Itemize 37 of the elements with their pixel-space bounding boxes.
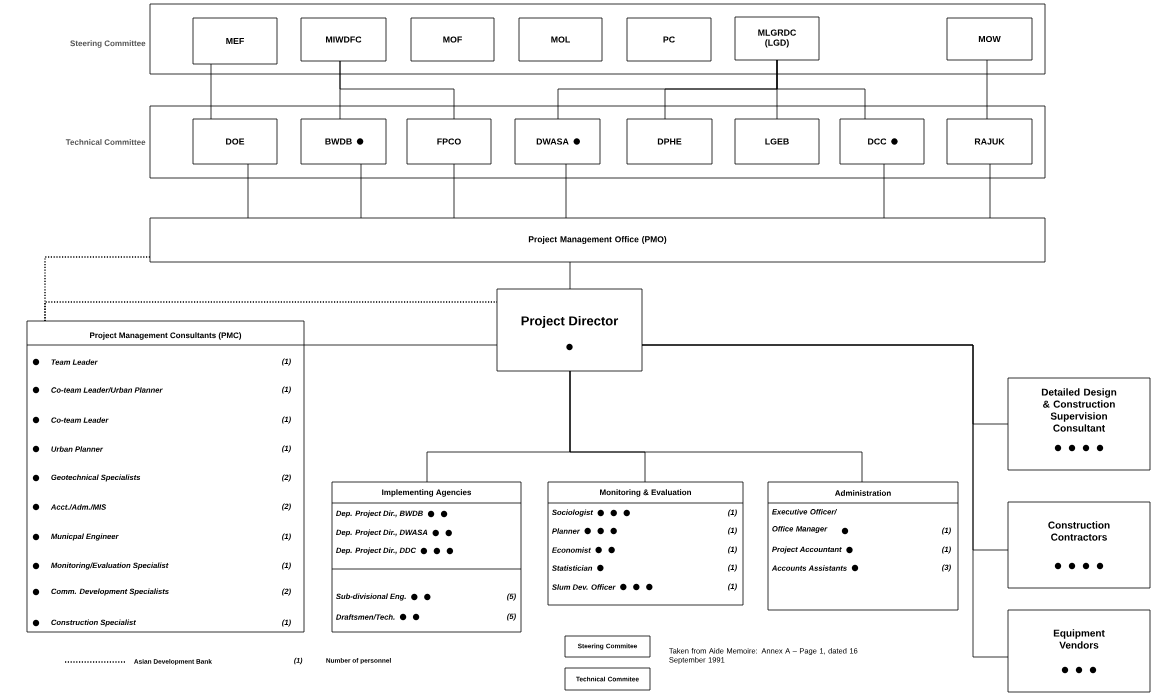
committee-box: MIWDFC — [300, 17, 387, 62]
connector-line — [569, 370, 863, 483]
director-box: Project Director — [496, 288, 643, 372]
committee-box: MOF — [410, 17, 495, 62]
connector-line — [776, 59, 866, 120]
committee-box: PC — [626, 17, 712, 62]
connector-line — [641, 344, 1009, 658]
committee-box: DPHE — [626, 118, 713, 165]
contractor-box: Construction Contractors — [1007, 501, 1151, 589]
committee-box: RAJUK — [946, 118, 1033, 165]
connector-line — [339, 60, 455, 120]
connector-line — [569, 261, 571, 290]
connector-line — [247, 163, 249, 219]
committee-box: DWASA — [514, 118, 601, 165]
committee-box: FPCO — [406, 118, 492, 165]
node-label: Technical Committee — [65, 139, 146, 145]
contractor-box: Detailed Design & Construction Supervision Consultant — [1007, 377, 1151, 471]
connector-line — [360, 163, 362, 219]
contractor-box: Equipment Vendors — [1007, 609, 1151, 693]
connector-line — [986, 59, 988, 120]
connector-line — [210, 63, 212, 120]
connector-line — [453, 163, 455, 219]
connector-line — [989, 163, 991, 219]
connector-line — [565, 163, 567, 219]
office-box: Project Management Office (PMO) — [149, 217, 1046, 263]
connector-line — [303, 344, 498, 346]
committee-box: MOL — [518, 17, 603, 62]
committee-box: MOW — [946, 17, 1033, 61]
dotted-line — [44, 301, 498, 322]
committee-box: DCC — [839, 118, 925, 165]
committee-box: MEF — [192, 17, 278, 65]
committee-box: BWDB — [300, 118, 387, 165]
committee-box: MLGRDC (LGD) — [734, 16, 820, 61]
connector-line — [883, 163, 885, 219]
committee-box: LGEB — [734, 118, 820, 165]
committee-box: DOE — [192, 118, 278, 165]
node-label: Steering Committee — [70, 40, 146, 48]
